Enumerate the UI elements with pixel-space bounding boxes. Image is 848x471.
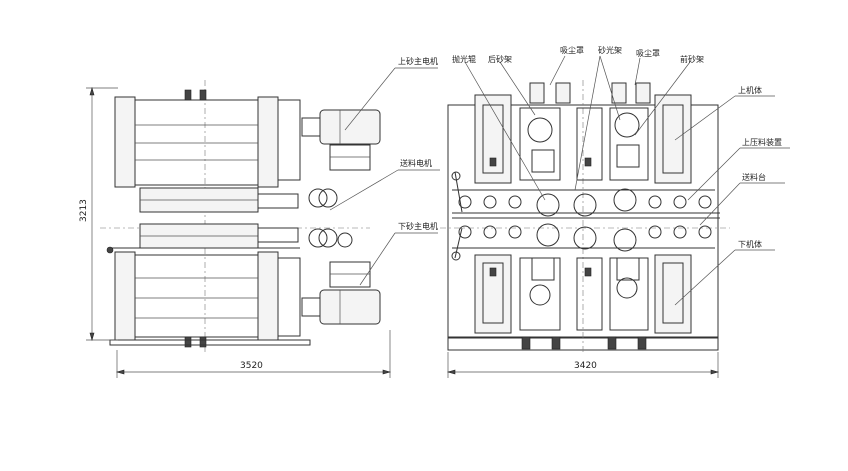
- label-feed-table: 送料台: [742, 172, 766, 182]
- label-dust-hood-right: 吸尘罩: [636, 48, 660, 58]
- left-view: 上砂主电机 送料电机 下砂主电机 3520 3213: [79, 56, 440, 378]
- label-rear-sand-frame: 后砂架: [488, 54, 512, 64]
- label-dust-hood-left: 吸尘罩: [560, 45, 584, 55]
- label-lower-motor: 下砂主电机: [398, 221, 438, 231]
- label-polish-roller: 抛光辊: [452, 54, 476, 64]
- label-upper-pressure: 上压料装置: [742, 137, 782, 147]
- label-lower-body: 下机体: [738, 239, 762, 249]
- label-conveyor-motor: 送料电机: [400, 158, 432, 168]
- right-view: 抛光辊 后砂架 吸尘罩 砂光架 吸尘罩 前砂架 上机体 上压料装置 送料台 下机…: [440, 45, 790, 378]
- dimension-width-left: 3520: [240, 361, 263, 371]
- dimension-width-right: 3420: [574, 361, 597, 371]
- dimension-height-left: 3213: [79, 199, 89, 222]
- label-sand-belt-frame: 砂光架: [598, 45, 622, 55]
- label-upper-body: 上机体: [738, 85, 762, 95]
- label-upper-motor: 上砂主电机: [398, 56, 438, 66]
- label-front-sand-frame: 前砂架: [680, 54, 704, 64]
